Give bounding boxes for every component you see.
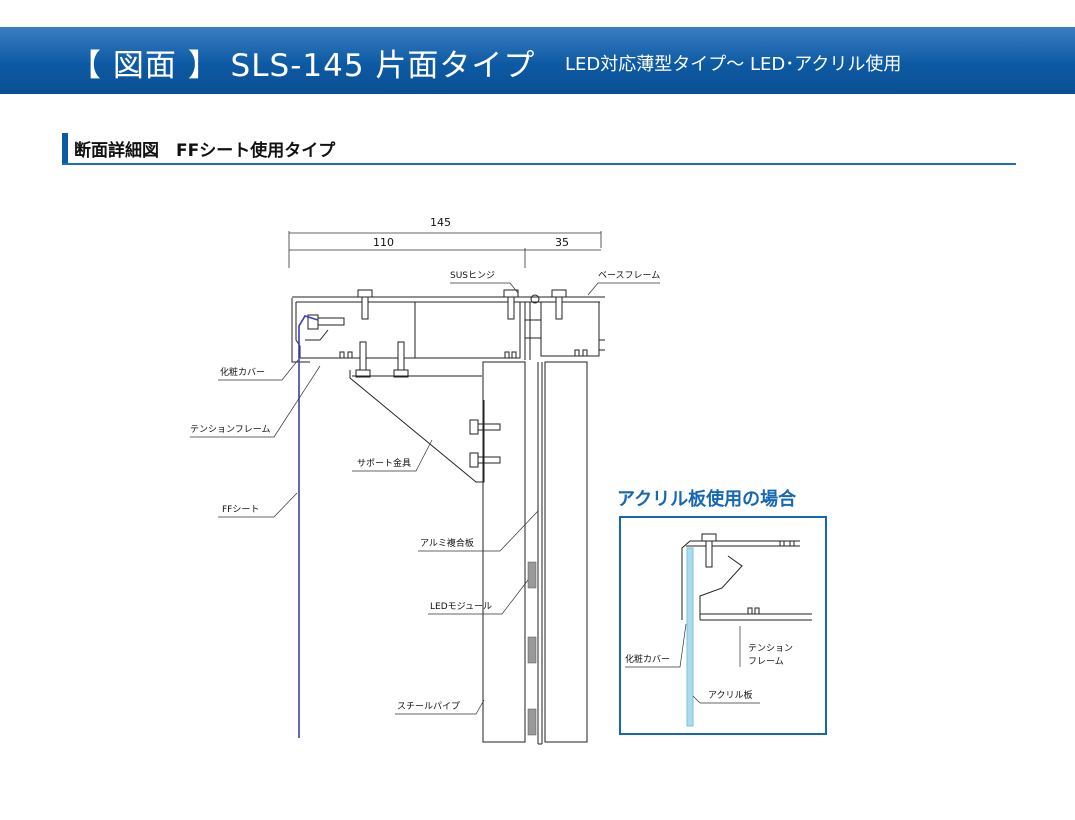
label-sus-hinge: SUSヒンジ	[450, 270, 495, 281]
frame-profile	[291, 294, 605, 363]
label-cosmetic-cover: 化粧カバー	[220, 366, 265, 378]
section-accent-bar	[62, 133, 68, 163]
label-tension-frame: テンションフレーム	[190, 424, 270, 435]
leader-lines	[190, 282, 660, 715]
page-title: 【 図面 】 SLS-145 片面タイプ	[70, 48, 536, 84]
screws	[307, 289, 567, 468]
section-divider	[62, 163, 1016, 165]
page-subtitle: LED対応薄型タイプ～ LED･アクリル使用	[565, 54, 902, 75]
led-modules	[527, 561, 537, 736]
inset-leader-lines	[625, 623, 760, 704]
steel-pipes	[482, 361, 588, 743]
header-banner: 【 図面 】 SLS-145 片面タイプ LED対応薄型タイプ～ LED･アクリ…	[0, 27, 1075, 94]
label-ff-sheet: FFシート	[222, 505, 259, 515]
dimension-total: 145	[430, 216, 451, 229]
inset-title: アクリル板使用の場合	[617, 488, 797, 510]
inset-frame	[619, 516, 827, 735]
dimension-lines	[288, 231, 602, 268]
inset-label-tension-1: テンション	[748, 643, 793, 654]
support-bracket	[349, 370, 485, 483]
dimension-left: 110	[373, 236, 394, 249]
inset-label-acrylic-plate: アクリル板	[708, 689, 753, 701]
inset-drawing	[681, 533, 812, 727]
label-base-frame: ベースフレーム	[598, 270, 660, 281]
section-title: 断面詳細図 FFシート使用タイプ	[74, 141, 336, 161]
label-led-module: LEDモジュール	[430, 602, 492, 612]
label-steel-pipe: スチールパイプ	[397, 701, 460, 712]
dimension-right: 35	[555, 236, 569, 249]
inset-label-tension-2: フレーム	[748, 656, 784, 667]
label-support-bracket: サポート金具	[357, 457, 411, 469]
ff-sheet-line	[298, 315, 319, 738]
inset-label-cosmetic-cover: 化粧カバー	[625, 653, 670, 665]
label-aluminum-composite: アルミ複合板	[420, 537, 474, 549]
aluminum-composite-plate	[537, 362, 543, 745]
